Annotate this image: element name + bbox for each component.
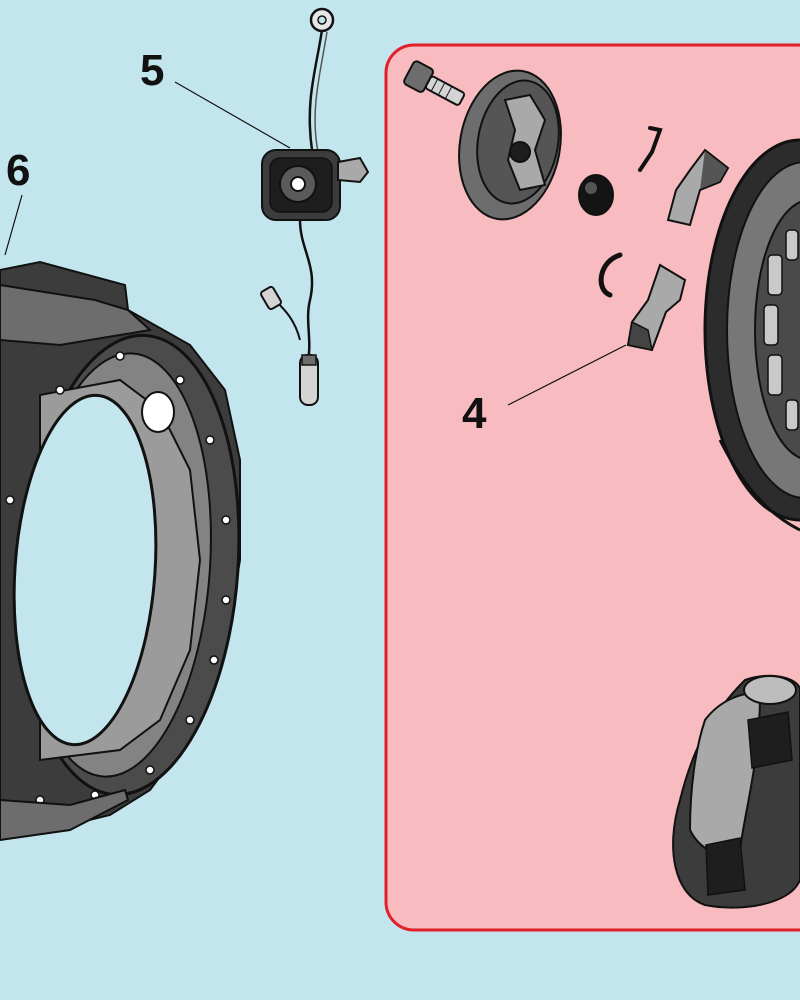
callout-4: 4 (462, 389, 487, 438)
callout-6: 6 (6, 146, 30, 195)
highlight-panel (384, 43, 800, 932)
starter-pulley-part (703, 138, 800, 532)
starter-pawls-part (403, 60, 730, 352)
leader-line-4 (507, 344, 627, 406)
leader-line-6 (4, 194, 23, 256)
starter-handle-part (672, 674, 800, 909)
ignition-switch-part (260, 7, 370, 406)
callout-5: 5 (140, 46, 164, 95)
leader-line-5 (174, 81, 291, 149)
fan-housing-part (0, 260, 241, 842)
